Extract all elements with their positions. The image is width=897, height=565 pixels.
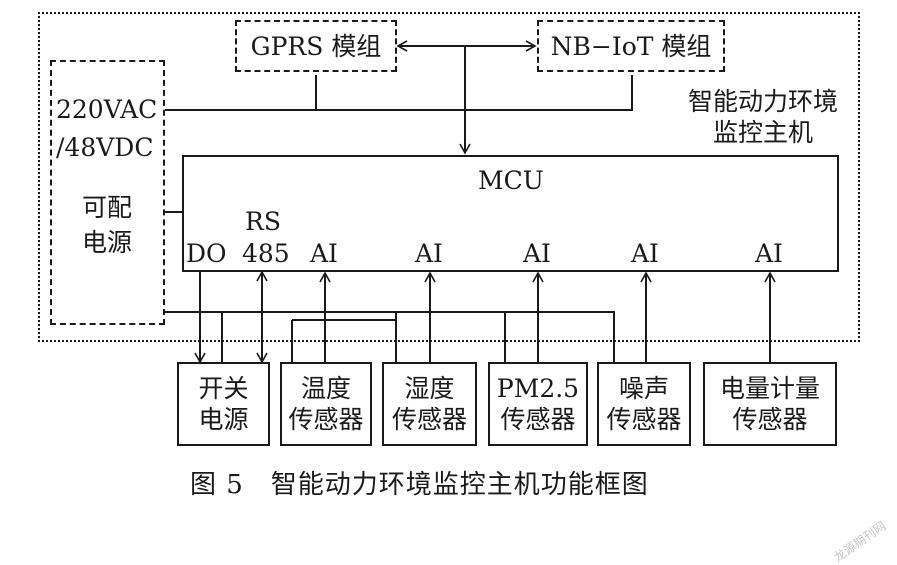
power-supply-box (50, 60, 165, 325)
port-ai-2: AI (415, 239, 443, 268)
humidity-sensor-box: 湿度 传感器 (382, 362, 477, 446)
device-label: 传感器 (288, 405, 364, 434)
device-label: 噪声 (618, 373, 669, 403)
module-power-bus (165, 75, 633, 111)
device-label: 电量计量 (719, 373, 820, 403)
connection-wires (165, 40, 776, 364)
port-rs-line2: 485 (242, 239, 290, 268)
device-label: 电源 (198, 405, 249, 434)
port-ai-5: AI (755, 239, 783, 268)
device-label: 传感器 (732, 405, 808, 434)
port-ai-1: AI (310, 239, 338, 268)
device-label: 传感器 (606, 405, 682, 434)
gprs-module-box: GPRS 模组 (235, 20, 397, 72)
pm25-sensor-box: PM2.5 传感器 (488, 362, 588, 446)
nbiot-module-box: NB−IoT 模组 (537, 20, 725, 72)
port-rs-line1: RS (245, 207, 281, 236)
power-supply-voltage2: /48VDC (56, 133, 154, 162)
noise-sensor-box: 噪声 传感器 (597, 362, 691, 446)
device-label: 传感器 (391, 405, 467, 434)
gprs-module-label: GPRS 模组 (250, 31, 382, 61)
device-label: 温度 (300, 373, 351, 403)
device-label: 传感器 (500, 405, 576, 434)
mcu-title: MCU (478, 166, 544, 195)
port-do: DO (186, 239, 227, 268)
host-label: 智能动力环境 监控主机 (668, 84, 858, 150)
sensor-power-bus (165, 311, 615, 362)
power-supply-label1: 可配 (82, 193, 133, 222)
host-label-line2: 监控主机 (712, 118, 813, 147)
figure-caption: 图 5 智能动力环境监控主机功能框图 (190, 470, 649, 500)
switch-power-box: 开关 电源 (177, 362, 270, 446)
device-label: 湿度 (404, 373, 455, 403)
nbiot-module-label: NB−IoT 模组 (550, 31, 712, 61)
device-label: 开关 (198, 373, 249, 403)
temperature-sensor-box: 温度 传感器 (280, 362, 372, 446)
power-supply-label2: 电源 (82, 228, 133, 257)
port-ai-3: AI (523, 239, 551, 268)
power-supply-voltage1: 220VAC (56, 95, 158, 124)
mcu-box (182, 155, 839, 272)
device-label: PM2.5 (496, 373, 580, 403)
energy-meter-sensor-box: 电量计量 传感器 (703, 362, 837, 446)
host-label-line1: 智能动力环境 (687, 86, 838, 116)
port-ai-4: AI (631, 239, 659, 268)
